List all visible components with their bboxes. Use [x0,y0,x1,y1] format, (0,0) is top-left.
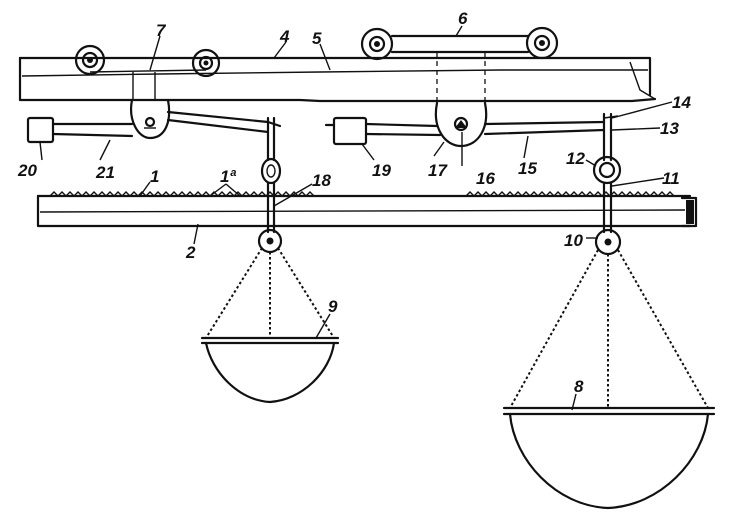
leader-lines [39,25,673,411]
toothed-bar [36,191,698,228]
label-17: 17 [428,161,448,180]
label-20: 20 [17,161,37,180]
overhead-rail [18,56,657,103]
label-19: 19 [372,161,391,180]
large-pan [502,249,716,510]
label-13: 13 [660,119,679,138]
label-15: 15 [518,159,537,178]
reference-numerals: 7 4 5 6 14 13 12 11 10 18 1 1ª 2 9 8 20 … [17,9,691,396]
label-18: 18 [312,171,331,190]
label-21: 21 [95,163,115,182]
right-beam [324,101,619,162]
label-10: 10 [564,231,583,250]
label-14: 14 [672,93,691,112]
label-8: 8 [574,377,584,396]
label-5: 5 [312,29,322,48]
left-trolley [74,44,221,78]
label-12: 12 [566,149,585,168]
left-beam [26,98,282,162]
label-2: 2 [185,243,196,262]
label-16: 16 [476,169,495,188]
label-1: 1 [150,167,159,186]
label-6: 6 [458,9,468,28]
left-shackle [257,157,283,254]
label-7: 7 [156,21,167,40]
label-1a: 1ª [220,167,236,186]
label-4: 4 [279,27,290,46]
label-11: 11 [662,169,680,188]
right-trolley [360,26,559,61]
small-pan [200,247,340,404]
label-9: 9 [328,297,338,316]
right-shackle [592,155,622,256]
